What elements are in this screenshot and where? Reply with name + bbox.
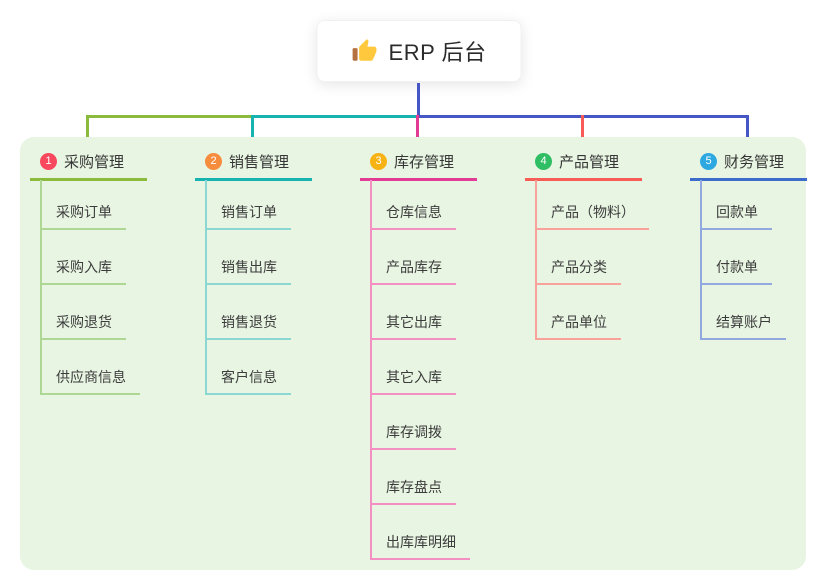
child-node[interactable]: 付款单 (700, 257, 772, 285)
branch-header[interactable]: 2 销售管理 (195, 148, 312, 181)
child-node[interactable]: 采购退货 (40, 312, 126, 340)
thumbs-up-icon (352, 39, 377, 61)
connector-segment-middle (251, 115, 418, 118)
branch-header[interactable]: 1 采购管理 (30, 148, 147, 181)
branch-number-badge: 3 (370, 153, 387, 170)
branch-column: 1 采购管理 采购订单采购入库采购退货供应商信息 (30, 148, 190, 395)
branch-drop-line (86, 115, 89, 144)
branch-child-connector (535, 180, 537, 340)
branch-label: 财务管理 (724, 154, 785, 171)
child-node[interactable]: 采购订单 (40, 202, 126, 230)
child-node[interactable]: 销售出库 (205, 257, 291, 285)
branch-number-badge: 4 (535, 153, 552, 170)
connector-segment-left (86, 115, 253, 118)
child-node[interactable]: 产品分类 (535, 257, 621, 285)
child-node[interactable]: 仓库信息 (370, 202, 456, 230)
branch-child-connector (370, 180, 372, 560)
root-stem-line (417, 83, 420, 117)
child-node[interactable]: 其它出库 (370, 312, 456, 340)
branch-number-badge: 5 (700, 153, 717, 170)
child-node[interactable]: 产品库存 (370, 257, 456, 285)
child-node[interactable]: 供应商信息 (40, 367, 140, 395)
branch-column: 3 库存管理 仓库信息产品库存其它出库其它入库库存调拨库存盘点出库库明细 (360, 148, 520, 560)
branch-column: 2 销售管理 销售订单销售出库销售退货客户信息 (195, 148, 355, 395)
root-node-label: ERP 后台 (388, 40, 487, 65)
branch-label: 采购管理 (64, 154, 125, 171)
child-node[interactable]: 回款单 (700, 202, 772, 230)
branch-drop-line (416, 115, 419, 144)
child-node[interactable]: 出库库明细 (370, 532, 470, 560)
branch-label: 产品管理 (559, 154, 620, 171)
branch-header[interactable]: 3 库存管理 (360, 148, 477, 181)
child-node[interactable]: 销售订单 (205, 202, 291, 230)
branch-column: 4 产品管理 产品（物料） 产品分类产品单位 (525, 148, 685, 340)
branch-header[interactable]: 4 产品管理 (525, 148, 642, 181)
branch-drop-line (746, 115, 749, 144)
branch-child-connector (40, 180, 42, 395)
child-node[interactable]: 产品（物料） (535, 202, 649, 230)
child-node[interactable]: 产品单位 (535, 312, 621, 340)
branch-child-connector (205, 180, 207, 395)
branch-label: 库存管理 (394, 154, 455, 171)
branch-label: 销售管理 (229, 154, 290, 171)
branches-panel (20, 137, 806, 570)
child-node[interactable]: 库存调拨 (370, 422, 456, 450)
branch-number-badge: 2 (205, 153, 222, 170)
branch-drop-line (251, 115, 254, 144)
branch-column: 5 财务管理 回款单付款单结算账户 (690, 148, 839, 340)
child-node[interactable]: 客户信息 (205, 367, 291, 395)
child-node[interactable]: 其它入库 (370, 367, 456, 395)
branch-drop-line (581, 115, 584, 144)
child-node[interactable]: 结算账户 (700, 312, 786, 340)
root-node-erp[interactable]: ERP 后台 (316, 20, 522, 82)
child-node[interactable]: 库存盘点 (370, 477, 456, 505)
branch-child-connector (700, 180, 702, 340)
child-node[interactable]: 销售退货 (205, 312, 291, 340)
branch-header[interactable]: 5 财务管理 (690, 148, 807, 181)
child-node[interactable]: 采购入库 (40, 257, 126, 285)
branch-number-badge: 1 (40, 153, 57, 170)
